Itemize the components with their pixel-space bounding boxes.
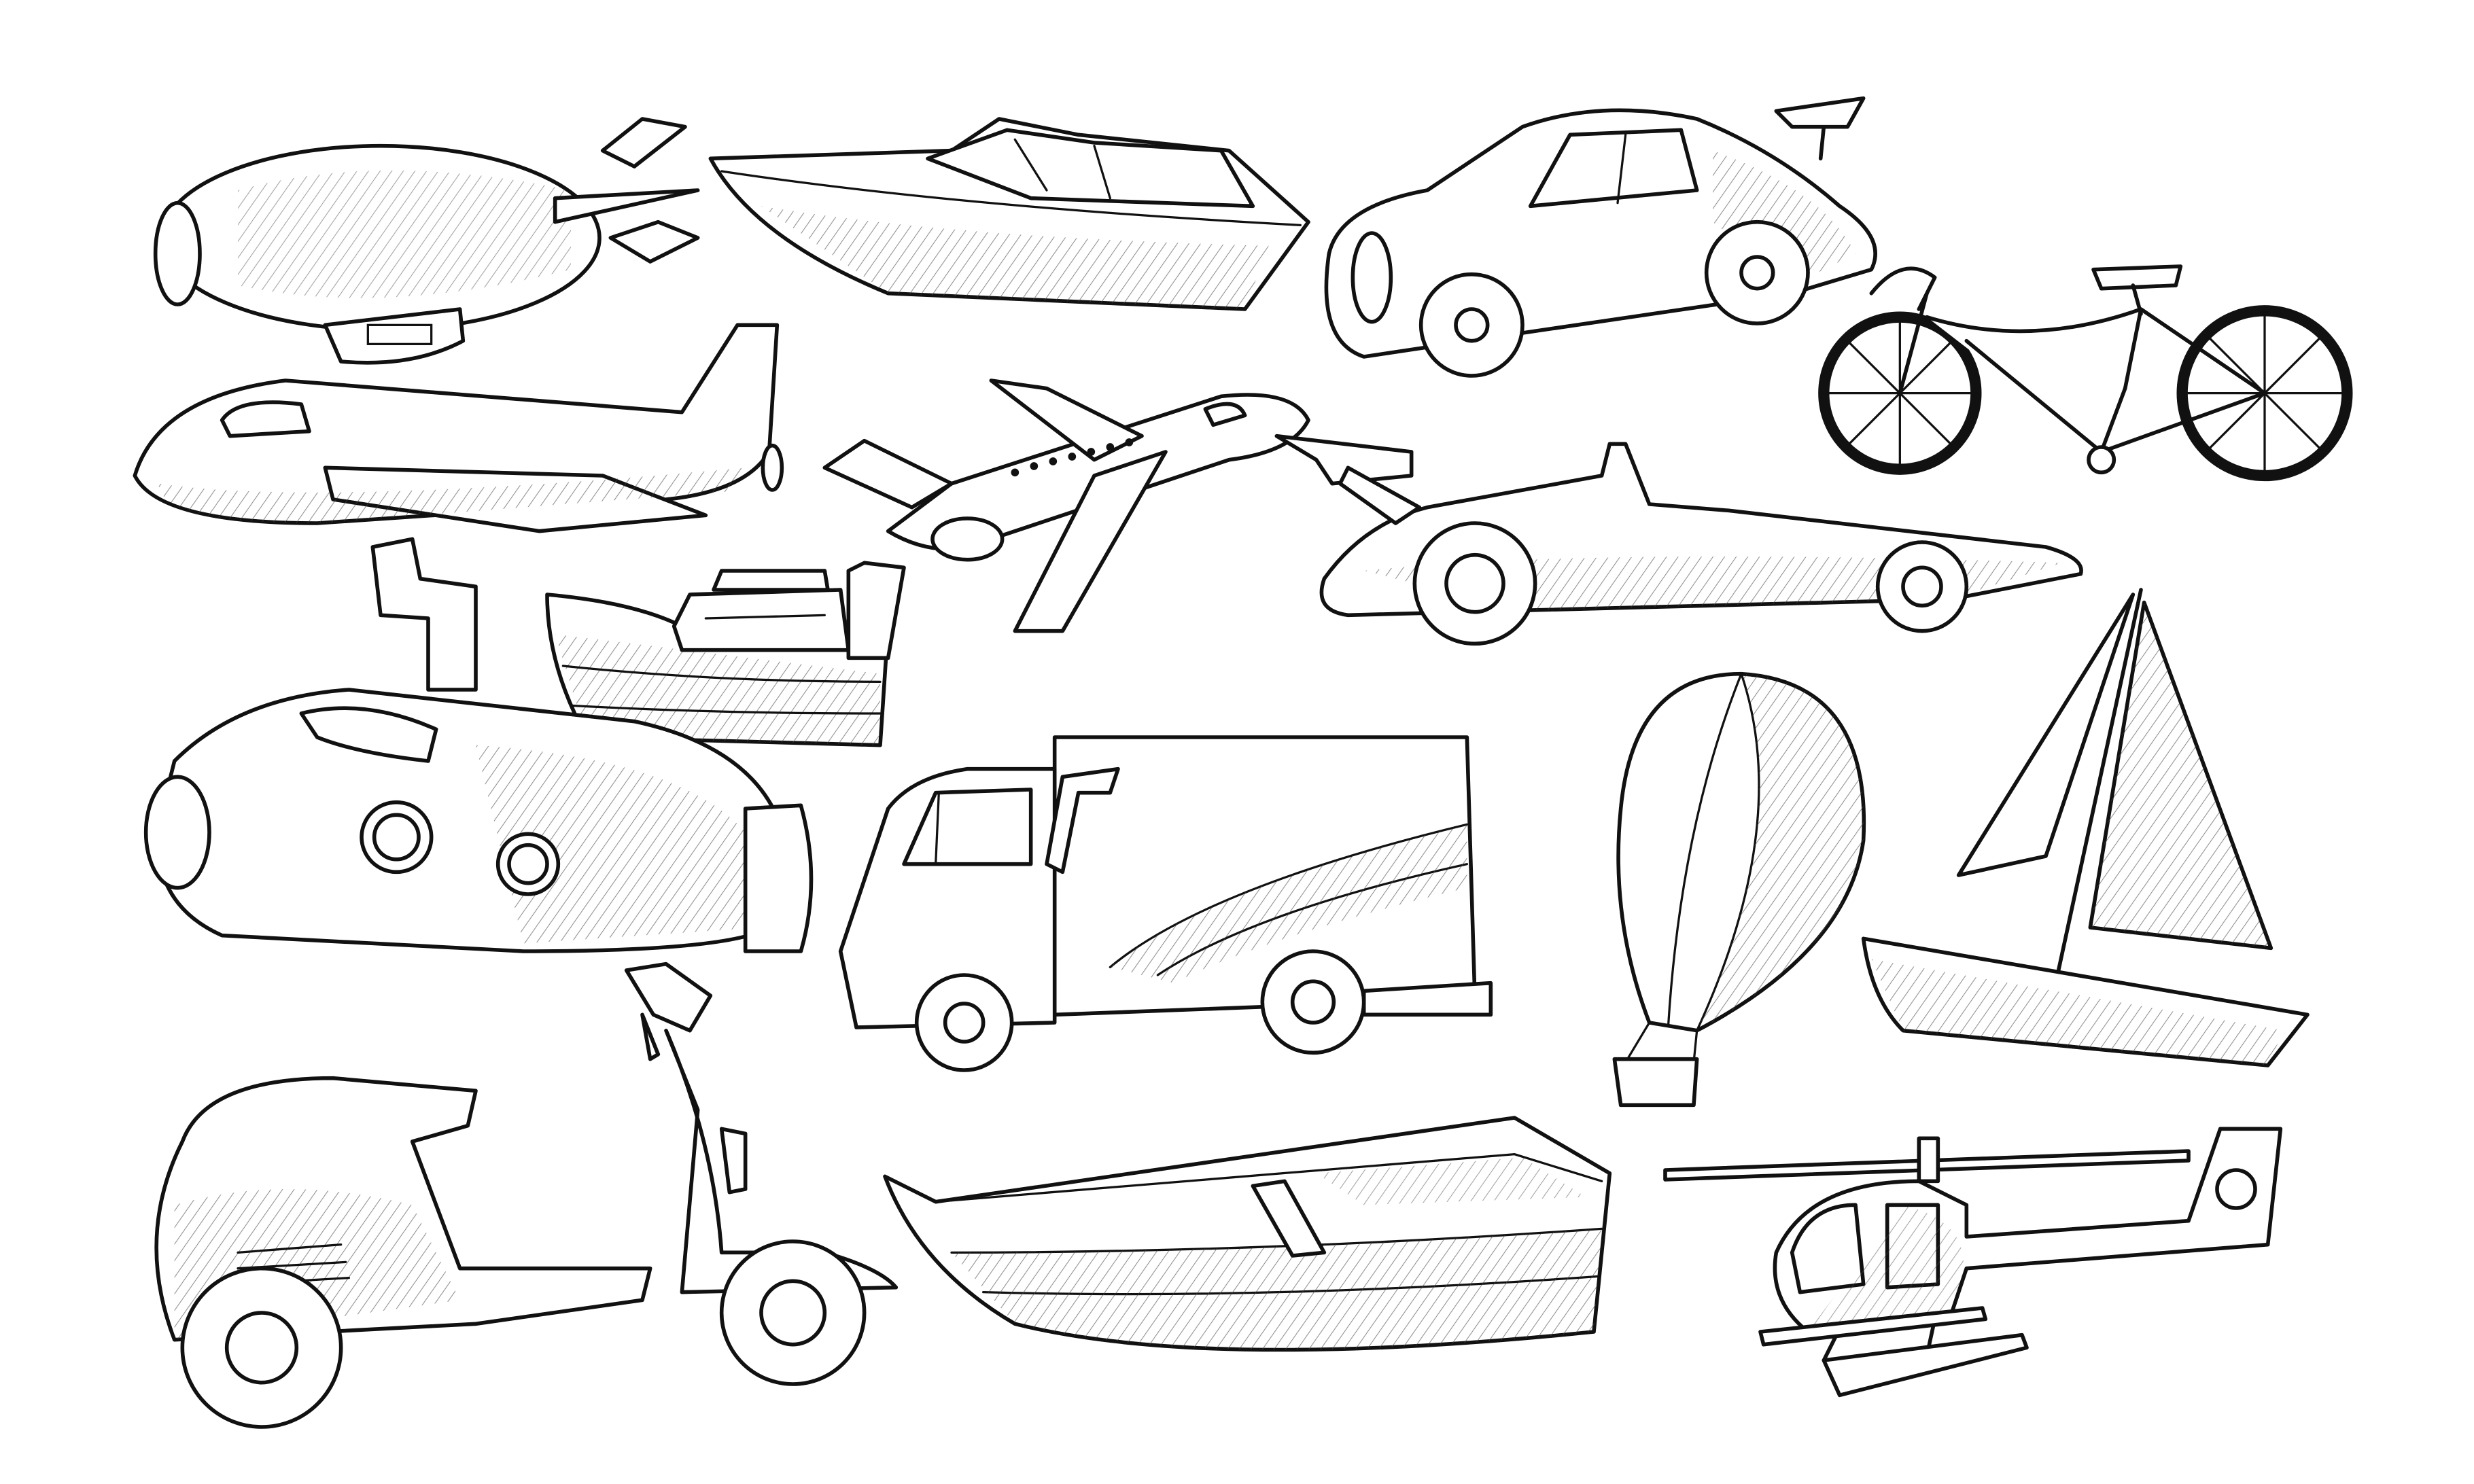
bicycle bbox=[1818, 264, 2353, 482]
hot-air-balloon bbox=[1612, 671, 1866, 1108]
submarine bbox=[143, 537, 814, 953]
race-car bbox=[1319, 442, 2083, 646]
scooter bbox=[154, 961, 899, 1429]
jet-plane bbox=[133, 323, 784, 533]
sailboat bbox=[1861, 588, 2310, 1067]
delivery-truck bbox=[838, 735, 1493, 1072]
rowboat bbox=[883, 1116, 1612, 1352]
ship bbox=[545, 561, 906, 747]
helicopter bbox=[1663, 1127, 2283, 1398]
speedboat bbox=[708, 117, 1310, 311]
blimp bbox=[153, 117, 700, 365]
vintage-car bbox=[1324, 96, 1877, 378]
